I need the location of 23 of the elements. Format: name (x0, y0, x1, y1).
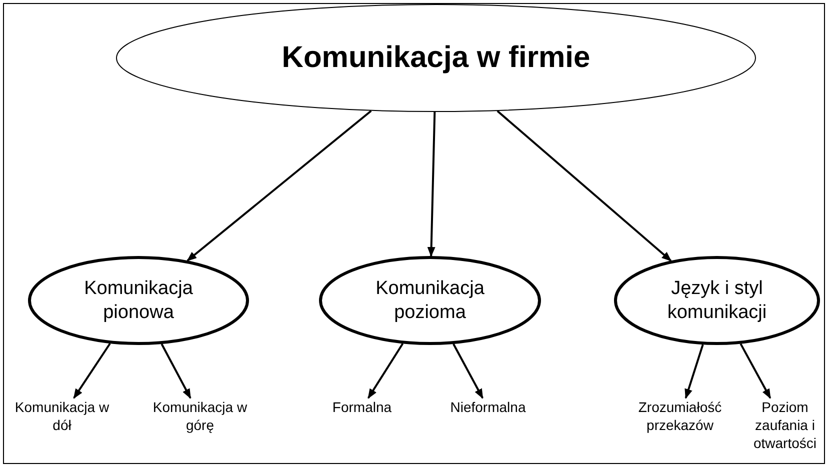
arrow (452, 344, 484, 399)
ellipse-node (614, 256, 820, 345)
arrow (427, 112, 436, 257)
ellipse-node (319, 256, 541, 345)
node-text: Komunikacja pionowa (83, 276, 194, 324)
ellipse-node (116, 4, 756, 112)
node-text: Nieformalna (450, 398, 526, 416)
node-text: Język i styl komunikacji (666, 276, 768, 324)
node-text: Zrozumiałość przekazów (637, 398, 723, 434)
node-text: Komunikacja w dół (14, 398, 110, 434)
node-text: Komunikacja pozioma (374, 276, 486, 324)
ellipse-node (28, 256, 249, 345)
arrow (740, 343, 772, 399)
arrow (684, 344, 704, 399)
arrow (186, 110, 372, 262)
arrow (73, 342, 111, 399)
node-text: Komunikacja w firmie (282, 40, 590, 76)
node-text: Formalna (332, 398, 392, 416)
node-text: Poziom zaufania i otwartości (752, 398, 818, 452)
arrow (367, 343, 404, 399)
node-text: Komunikacja w górę (152, 398, 248, 434)
arrow (496, 110, 672, 262)
arrow (160, 344, 192, 399)
